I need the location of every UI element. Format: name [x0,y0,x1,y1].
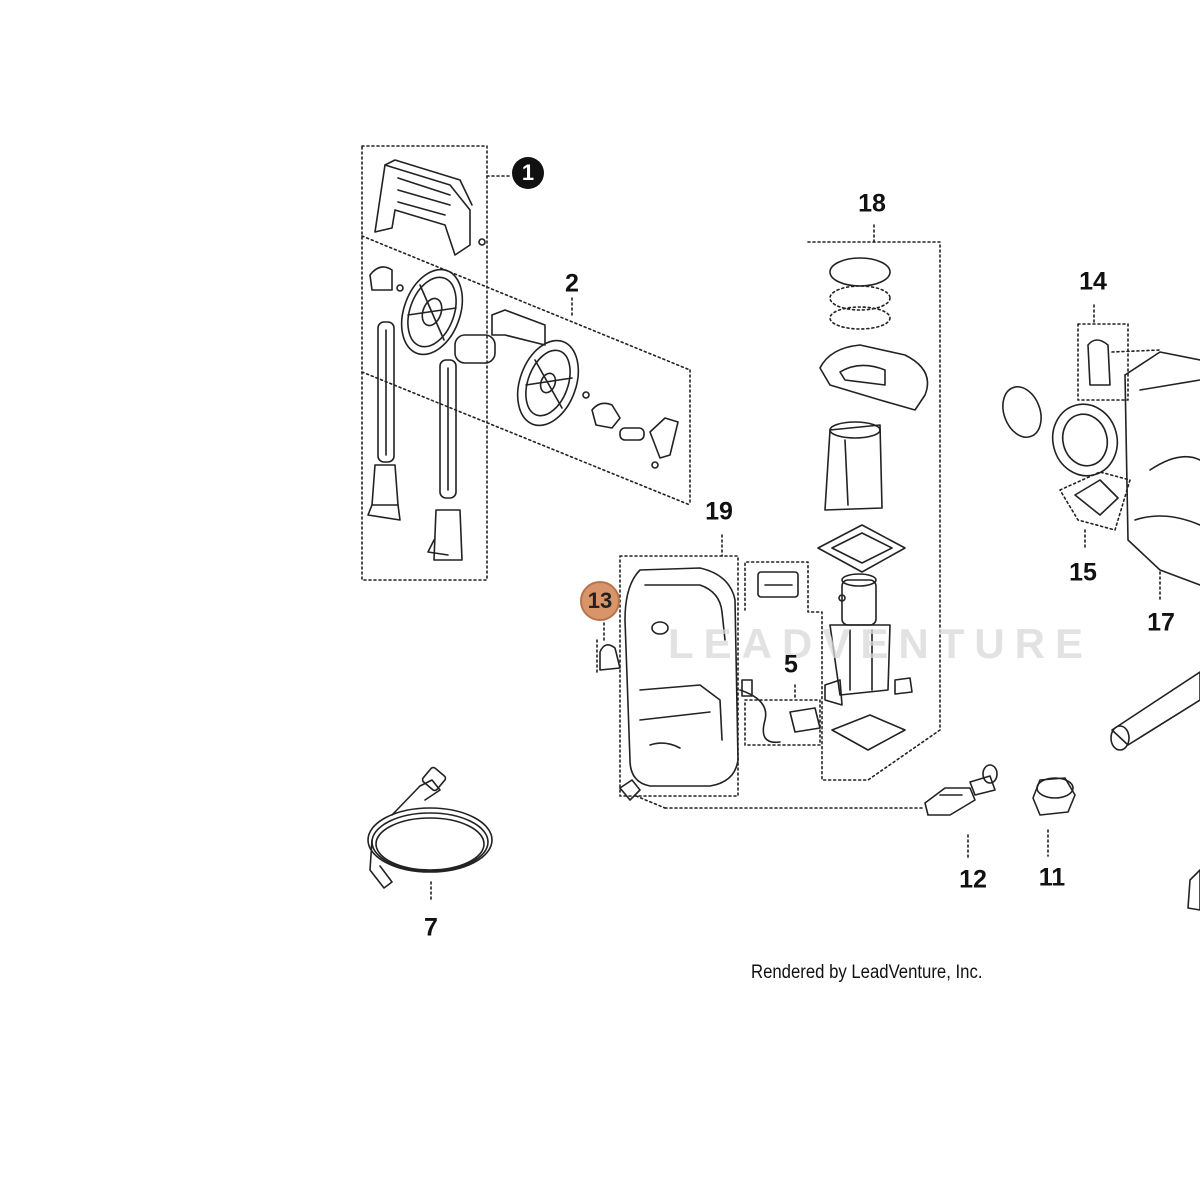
callout-13-highlighted[interactable]: 13 [580,581,620,621]
callout-19[interactable]: 19 [705,497,733,526]
handle-assembly-drawing [361,145,691,581]
cord-drawing [739,679,821,746]
callout-17[interactable]: 17 [1147,608,1175,637]
callout-7[interactable]: 7 [424,913,438,942]
callout-11[interactable]: 11 [1038,863,1066,892]
hose-drawing [367,766,493,903]
frame-assembly-drawing [1002,304,1200,911]
watermark-text: LEADVENTURE [668,620,1094,667]
housing-drawing [596,534,926,809]
callout-18[interactable]: 18 [858,189,886,218]
callout-15[interactable]: 15 [1069,558,1097,587]
pump-assembly-drawing [744,224,941,781]
render-credit: Rendered by LeadVenture, Inc. [751,962,983,983]
callout-1[interactable]: 1 [512,157,544,189]
callout-2[interactable]: 2 [565,269,579,298]
hose-reel-drawing [454,297,679,469]
connector-drawing [924,764,1076,859]
callout-12[interactable]: 12 [959,865,987,894]
callout-14[interactable]: 14 [1079,267,1107,296]
callout-5[interactable]: 5 [784,650,798,679]
